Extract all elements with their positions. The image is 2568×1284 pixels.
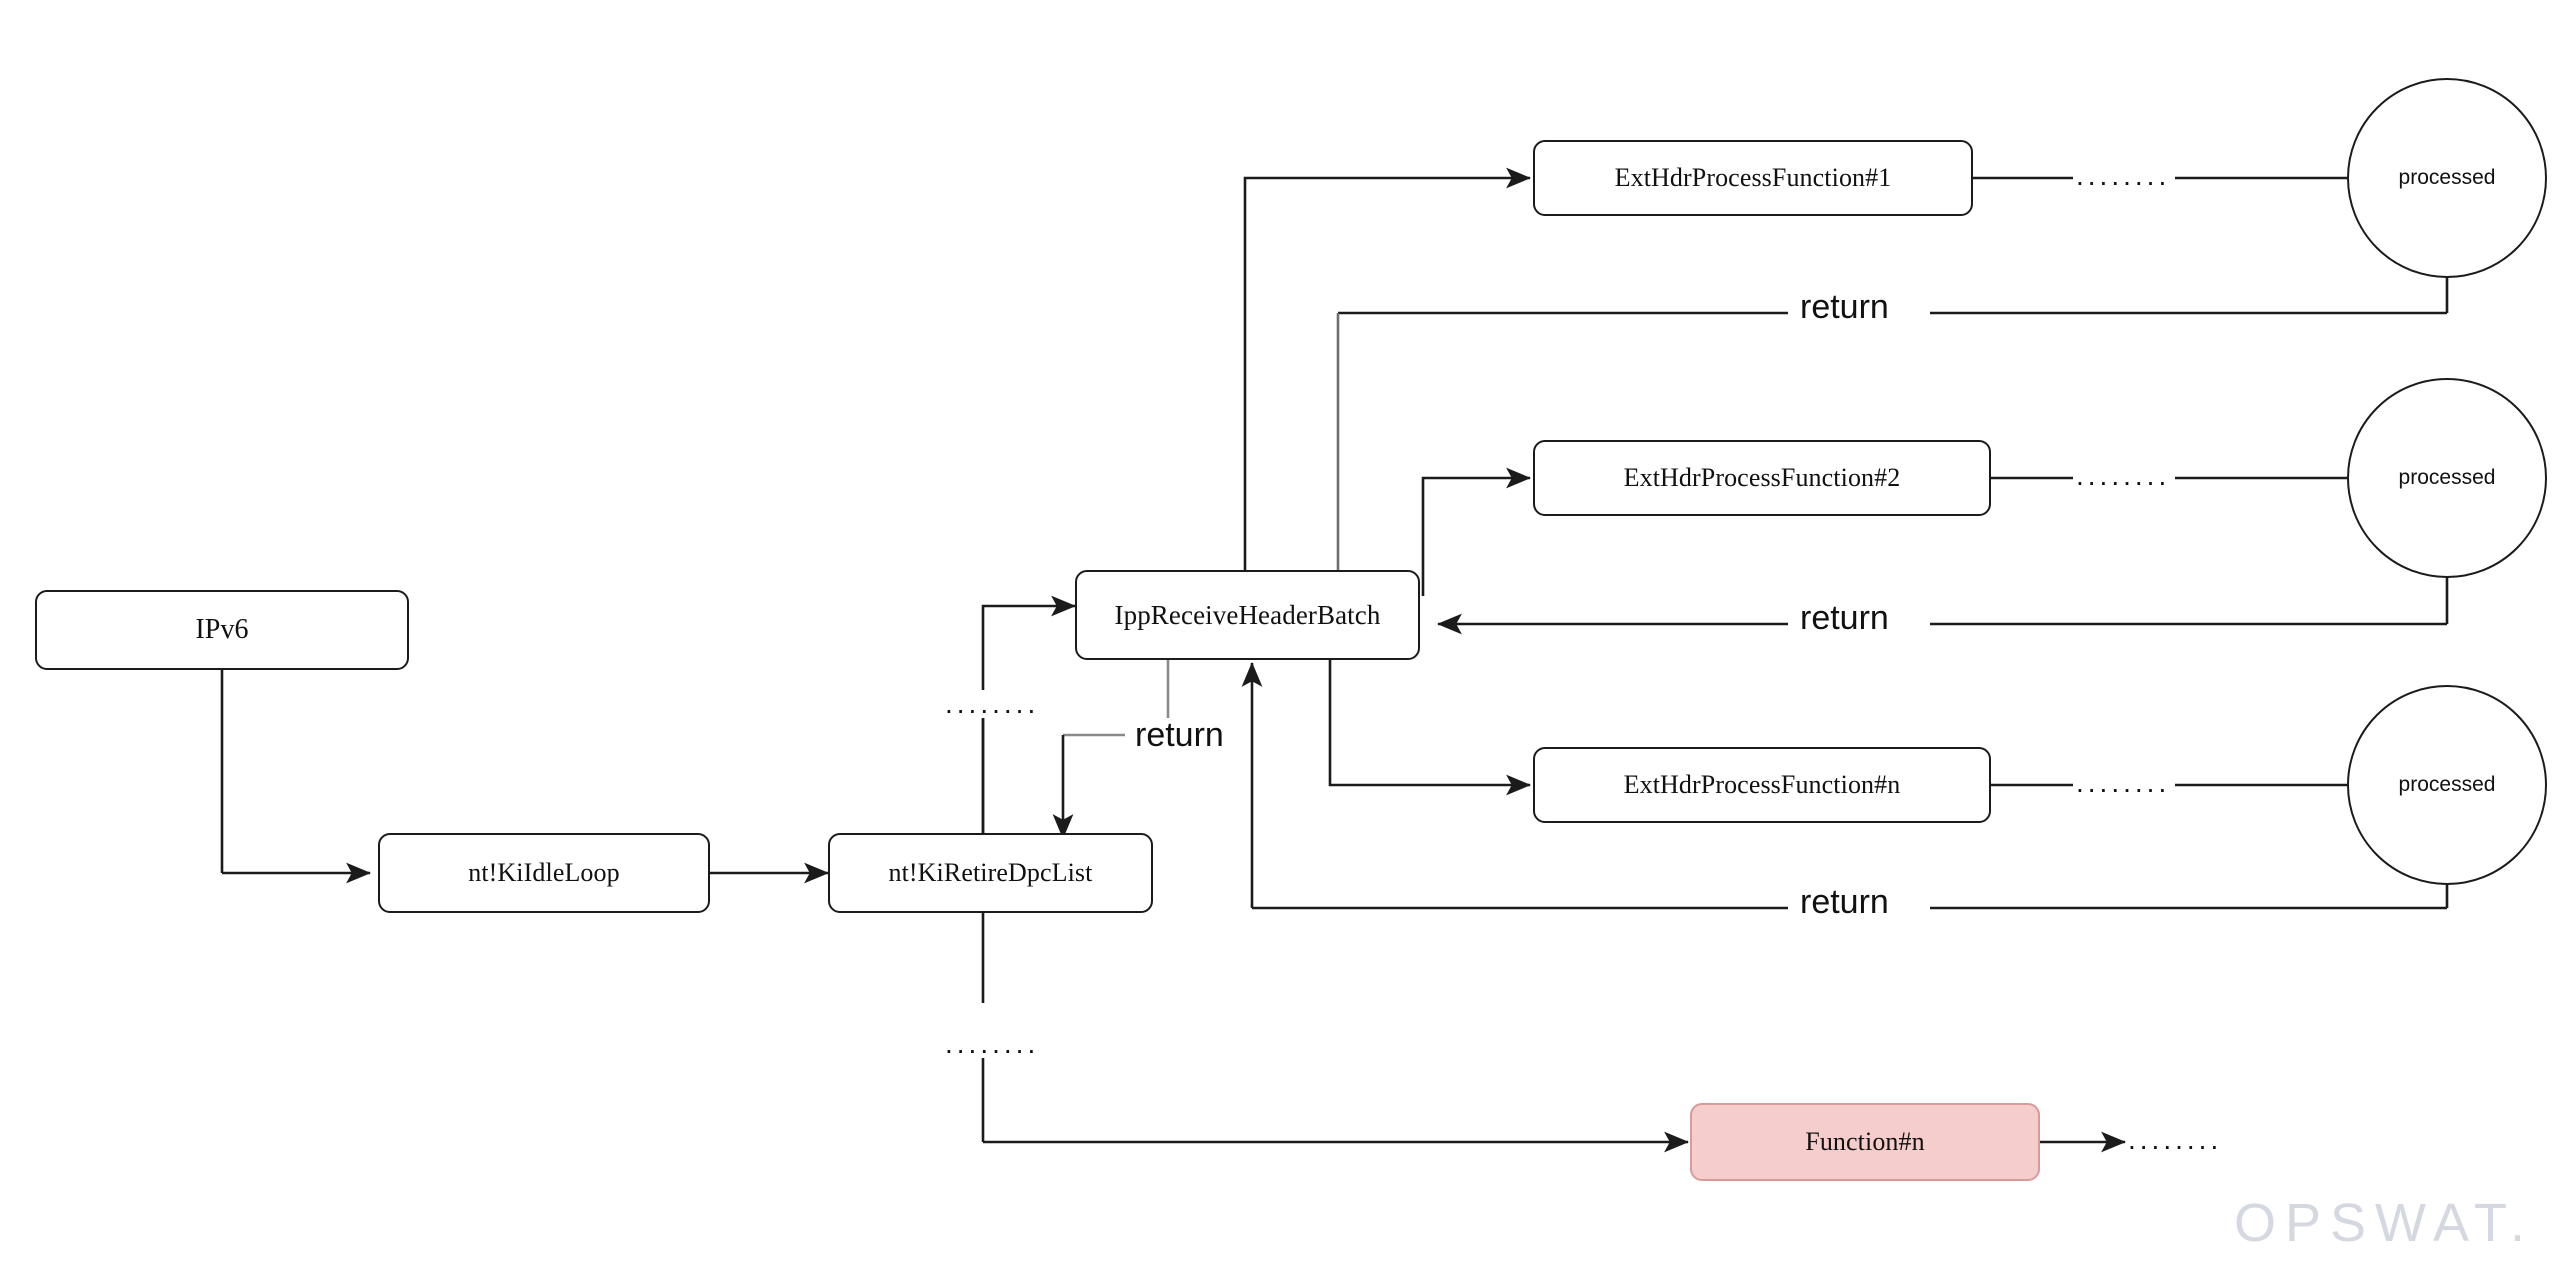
dots-dpc-below-text: ........ xyxy=(945,1028,1040,1059)
node-processed-1[interactable]: processed xyxy=(2347,78,2547,278)
edge-label-return-1-text: return xyxy=(1800,288,1889,326)
node-exthdrprocessfunction-2-label: ExtHdrProcessFunction#2 xyxy=(1623,463,1901,492)
dots-row-n-text: ........ xyxy=(2076,767,2171,798)
dots-dpc-above: ........ xyxy=(945,688,1040,719)
edge-label-return-n: return xyxy=(1790,885,1899,919)
edge-dpc-to-ipp xyxy=(981,595,1077,843)
dots-function-n: ........ xyxy=(2128,1124,2223,1155)
dots-row-2-text: ........ xyxy=(2076,460,2171,491)
edge-ipp-call-ext2 xyxy=(1421,467,1532,596)
node-exthdrprocessfunction-1-label: ExtHdrProcessFunction#1 xyxy=(1614,163,1892,192)
dots-dpc-below: ........ xyxy=(945,1028,1040,1059)
dots-function-n-text: ........ xyxy=(2128,1124,2223,1155)
node-exthdrprocessfunction-n[interactable]: ExtHdrProcessFunction#n xyxy=(1533,747,1991,823)
dots-row-2: ........ xyxy=(2076,460,2171,491)
node-function-n-label: Function#n xyxy=(1805,1127,1925,1156)
node-ipv6-label: IPv6 xyxy=(195,614,249,645)
node-exthdrprocessfunction-n-label: ExtHdrProcessFunction#n xyxy=(1623,770,1901,799)
edge-label-return-n-text: return xyxy=(1800,883,1889,921)
node-exthdrprocessfunction-1[interactable]: ExtHdrProcessFunction#1 xyxy=(1533,140,1973,216)
edge-label-return-dpc-text: return xyxy=(1135,716,1224,754)
node-ippreceiveheaderbatch-label: IppReceiveHeaderBatch xyxy=(1114,599,1381,630)
node-ipv6[interactable]: IPv6 xyxy=(35,590,409,670)
node-ippreceiveheaderbatch[interactable]: IppReceiveHeaderBatch xyxy=(1075,570,1420,660)
dots-row-1-text: ........ xyxy=(2076,160,2171,191)
dots-dpc-above-text: ........ xyxy=(945,688,1040,719)
node-kiidleloop-label: nt!KiIdleLoop xyxy=(468,858,620,887)
node-processed-2-label: processed xyxy=(2398,466,2496,489)
opswat-watermark-text: OPSWAT. xyxy=(2234,1193,2535,1253)
opswat-watermark: OPSWAT. xyxy=(2234,1196,2534,1250)
dots-row-n: ........ xyxy=(2076,767,2171,798)
node-kiretiredpclist[interactable]: nt!KiRetireDpcList xyxy=(828,833,1153,913)
node-processed-1-label: processed xyxy=(2398,166,2496,189)
node-exthdrprocessfunction-2[interactable]: ExtHdrProcessFunction#2 xyxy=(1533,440,1991,516)
node-function-n[interactable]: Function#n xyxy=(1690,1103,2040,1181)
edge-label-return-2: return xyxy=(1790,601,1899,635)
node-processed-n[interactable]: processed xyxy=(2347,685,2547,885)
edge-ipp-call-extn xyxy=(1328,660,1532,796)
node-kiretiredpclist-label: nt!KiRetireDpcList xyxy=(888,858,1093,887)
edge-label-return-2-text: return xyxy=(1800,599,1889,637)
node-processed-n-label: processed xyxy=(2398,773,2496,796)
edge-ipp-call-ext1 xyxy=(1243,167,1532,596)
edge-label-return-dpc: return xyxy=(1125,718,1234,752)
dots-row-1: ........ xyxy=(2076,160,2171,191)
edge-label-return-1: return xyxy=(1790,290,1899,324)
node-processed-2[interactable]: processed xyxy=(2347,378,2547,578)
node-kiidleloop[interactable]: nt!KiIdleLoop xyxy=(378,833,710,913)
